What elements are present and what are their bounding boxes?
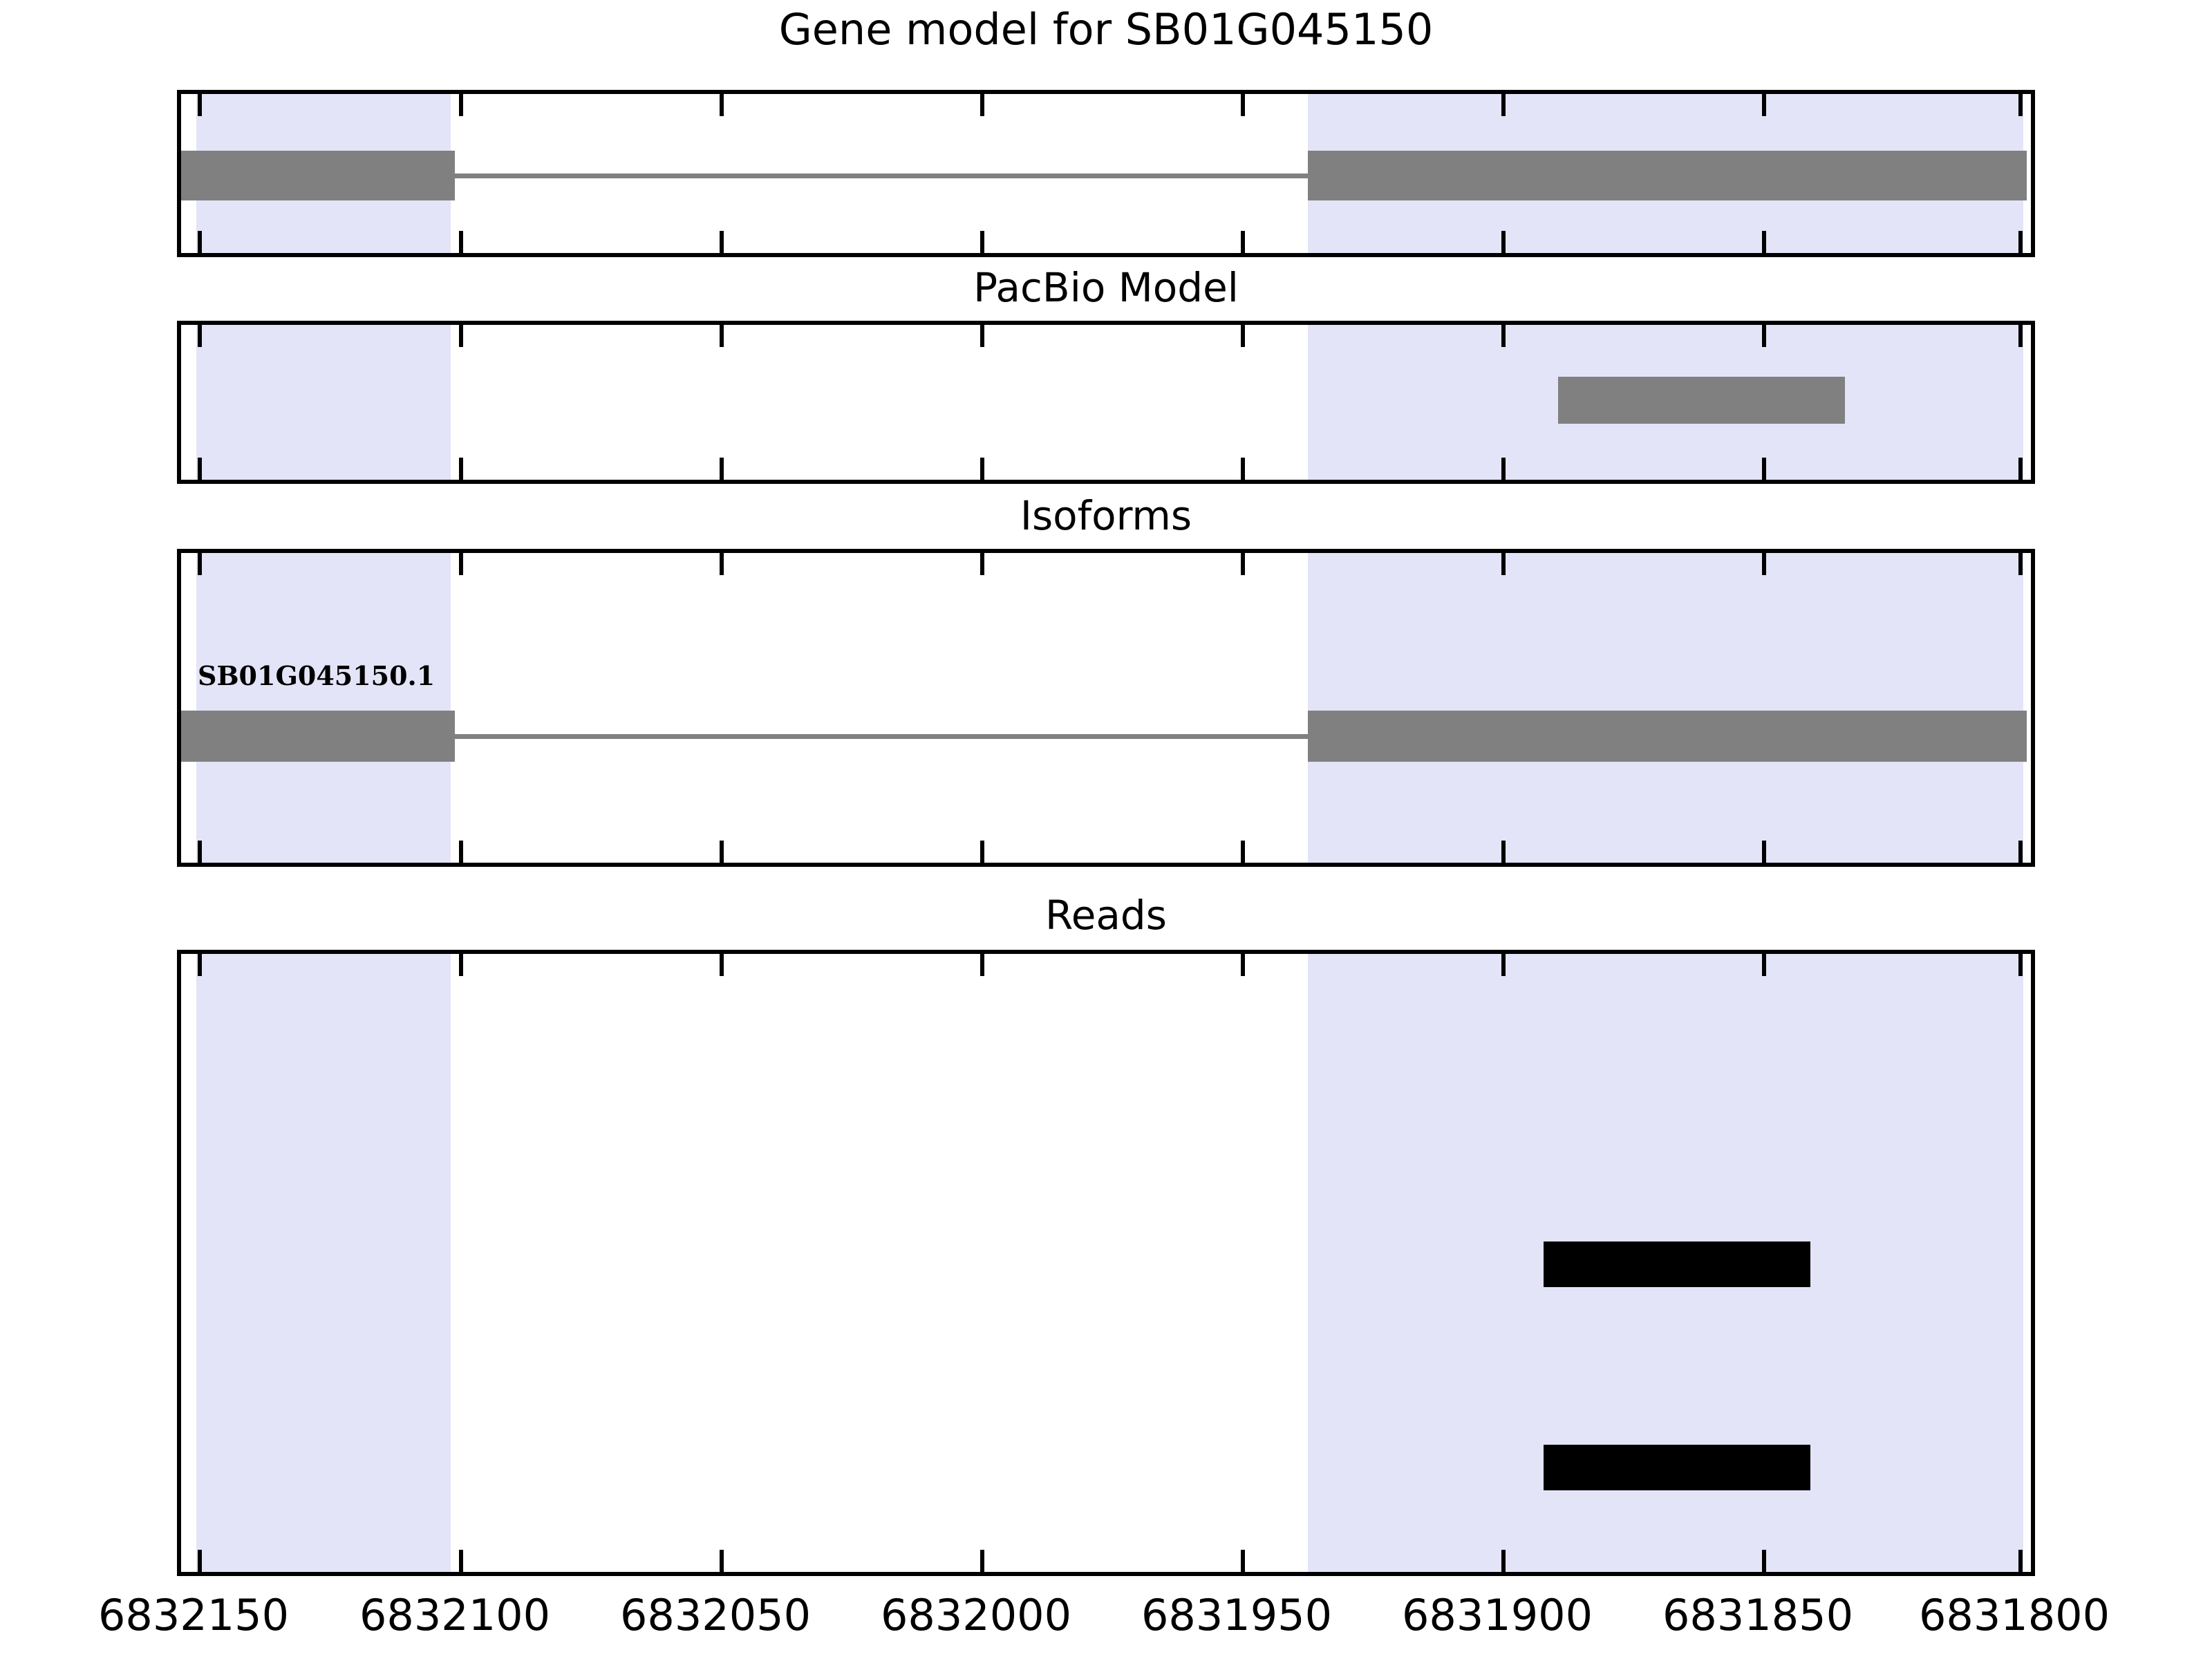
axis-tick (720, 458, 724, 480)
axis-tick (980, 231, 984, 253)
axis-tick (720, 94, 724, 116)
axis-tick (2018, 1550, 2023, 1572)
axis-tick (1762, 325, 1766, 347)
axis-tick (1762, 94, 1766, 116)
axis-tick (720, 841, 724, 863)
exon-feature-2[interactable] (1308, 151, 2027, 200)
x-tick-label: 6831900 (1401, 1590, 1593, 1640)
panel-gene-model (177, 90, 2035, 257)
axis-tick (980, 1550, 984, 1572)
axis-tick (1762, 231, 1766, 253)
panel-title-pacbio: PacBio Model (973, 264, 1239, 311)
highlight-region-1 (196, 553, 451, 863)
axis-tick (459, 458, 463, 480)
axis-tick (459, 841, 463, 863)
gene-model-plot-area (181, 94, 2031, 253)
x-tick-label: 6831950 (1141, 1590, 1333, 1640)
panel-title-reads: Reads (1045, 892, 1167, 939)
axis-tick (1501, 458, 1506, 480)
axis-tick (198, 94, 202, 116)
axis-tick (1501, 1550, 1506, 1572)
x-tick-label: 6832000 (880, 1590, 1072, 1640)
axis-tick (720, 325, 724, 347)
axis-tick (2018, 841, 2023, 863)
x-tick-label: 6831850 (1662, 1590, 1854, 1640)
axis-tick (459, 1550, 463, 1572)
axis-tick (980, 954, 984, 976)
axis-tick (1501, 325, 1506, 347)
axis-tick (1501, 94, 1506, 116)
x-tick-label: 6832100 (359, 1590, 551, 1640)
axis-tick (980, 553, 984, 575)
reads-plot-area (181, 954, 2031, 1572)
axis-tick (198, 325, 202, 347)
axis-tick (1241, 458, 1245, 480)
axis-tick (1241, 841, 1245, 863)
axis-tick (1241, 325, 1245, 347)
axis-tick (459, 94, 463, 116)
axis-tick (459, 325, 463, 347)
panel-pacbio-model (177, 321, 2035, 484)
axis-tick (2018, 231, 2023, 253)
axis-tick (1241, 1550, 1245, 1572)
axis-tick (1501, 553, 1506, 575)
axis-tick (1241, 954, 1245, 976)
intron-segment (217, 734, 1315, 739)
axis-tick (198, 954, 202, 976)
axis-tick (1501, 231, 1506, 253)
axis-tick (980, 841, 984, 863)
axis-tick (980, 94, 984, 116)
axis-tick (198, 553, 202, 575)
pacbio-exon-feature[interactable] (1558, 377, 1845, 424)
axis-tick (198, 1550, 202, 1572)
axis-tick (1241, 231, 1245, 253)
highlight-region-1 (196, 325, 451, 480)
panel-isoforms: SB01G045150.1 (177, 549, 2035, 867)
axis-tick (198, 231, 202, 253)
highlight-region-1 (196, 954, 451, 1572)
axis-tick (459, 954, 463, 976)
axis-tick (2018, 553, 2023, 575)
axis-tick (1762, 954, 1766, 976)
axis-tick (1762, 458, 1766, 480)
read-bar[interactable] (1544, 1445, 1810, 1490)
x-tick-label: 6831800 (1918, 1590, 2110, 1640)
axis-tick (1241, 553, 1245, 575)
panel-title-isoforms: Isoforms (1020, 492, 1192, 539)
isoforms-plot-area: SB01G045150.1 (181, 553, 2031, 863)
axis-tick (1241, 94, 1245, 116)
axis-tick (2018, 325, 2023, 347)
pacbio-plot-area (181, 325, 2031, 480)
x-tick-label: 6832150 (97, 1590, 290, 1640)
read-bar[interactable] (1544, 1241, 1810, 1287)
axis-tick (720, 231, 724, 253)
axis-tick (980, 325, 984, 347)
axis-tick (720, 1550, 724, 1572)
axis-tick (2018, 94, 2023, 116)
axis-tick (1762, 553, 1766, 575)
axis-tick (720, 553, 724, 575)
axis-tick (720, 954, 724, 976)
x-tick-label: 6832050 (619, 1590, 812, 1640)
axis-tick (980, 458, 984, 480)
isoform-exon-feature-1[interactable] (178, 711, 455, 762)
axis-tick (1501, 841, 1506, 863)
axis-tick (198, 841, 202, 863)
isoform-label: SB01G045150.1 (198, 660, 435, 691)
axis-tick (1762, 1550, 1766, 1572)
axis-tick (2018, 458, 2023, 480)
intron-segment (217, 174, 1315, 178)
axis-tick (2018, 954, 2023, 976)
axis-tick (198, 458, 202, 480)
axis-tick (1501, 954, 1506, 976)
isoform-exon-feature-2[interactable] (1308, 711, 2027, 762)
axis-tick (459, 553, 463, 575)
exon-feature-1[interactable] (178, 151, 455, 200)
axis-tick (1762, 841, 1766, 863)
axis-tick (459, 231, 463, 253)
highlight-region-2 (1308, 553, 2023, 863)
x-axis-labels: 6832150 6832100 6832050 6832000 6831950 … (0, 1590, 2212, 1652)
panel-reads (177, 950, 2035, 1576)
page-title: Gene model for SB01G045150 (778, 4, 1434, 55)
